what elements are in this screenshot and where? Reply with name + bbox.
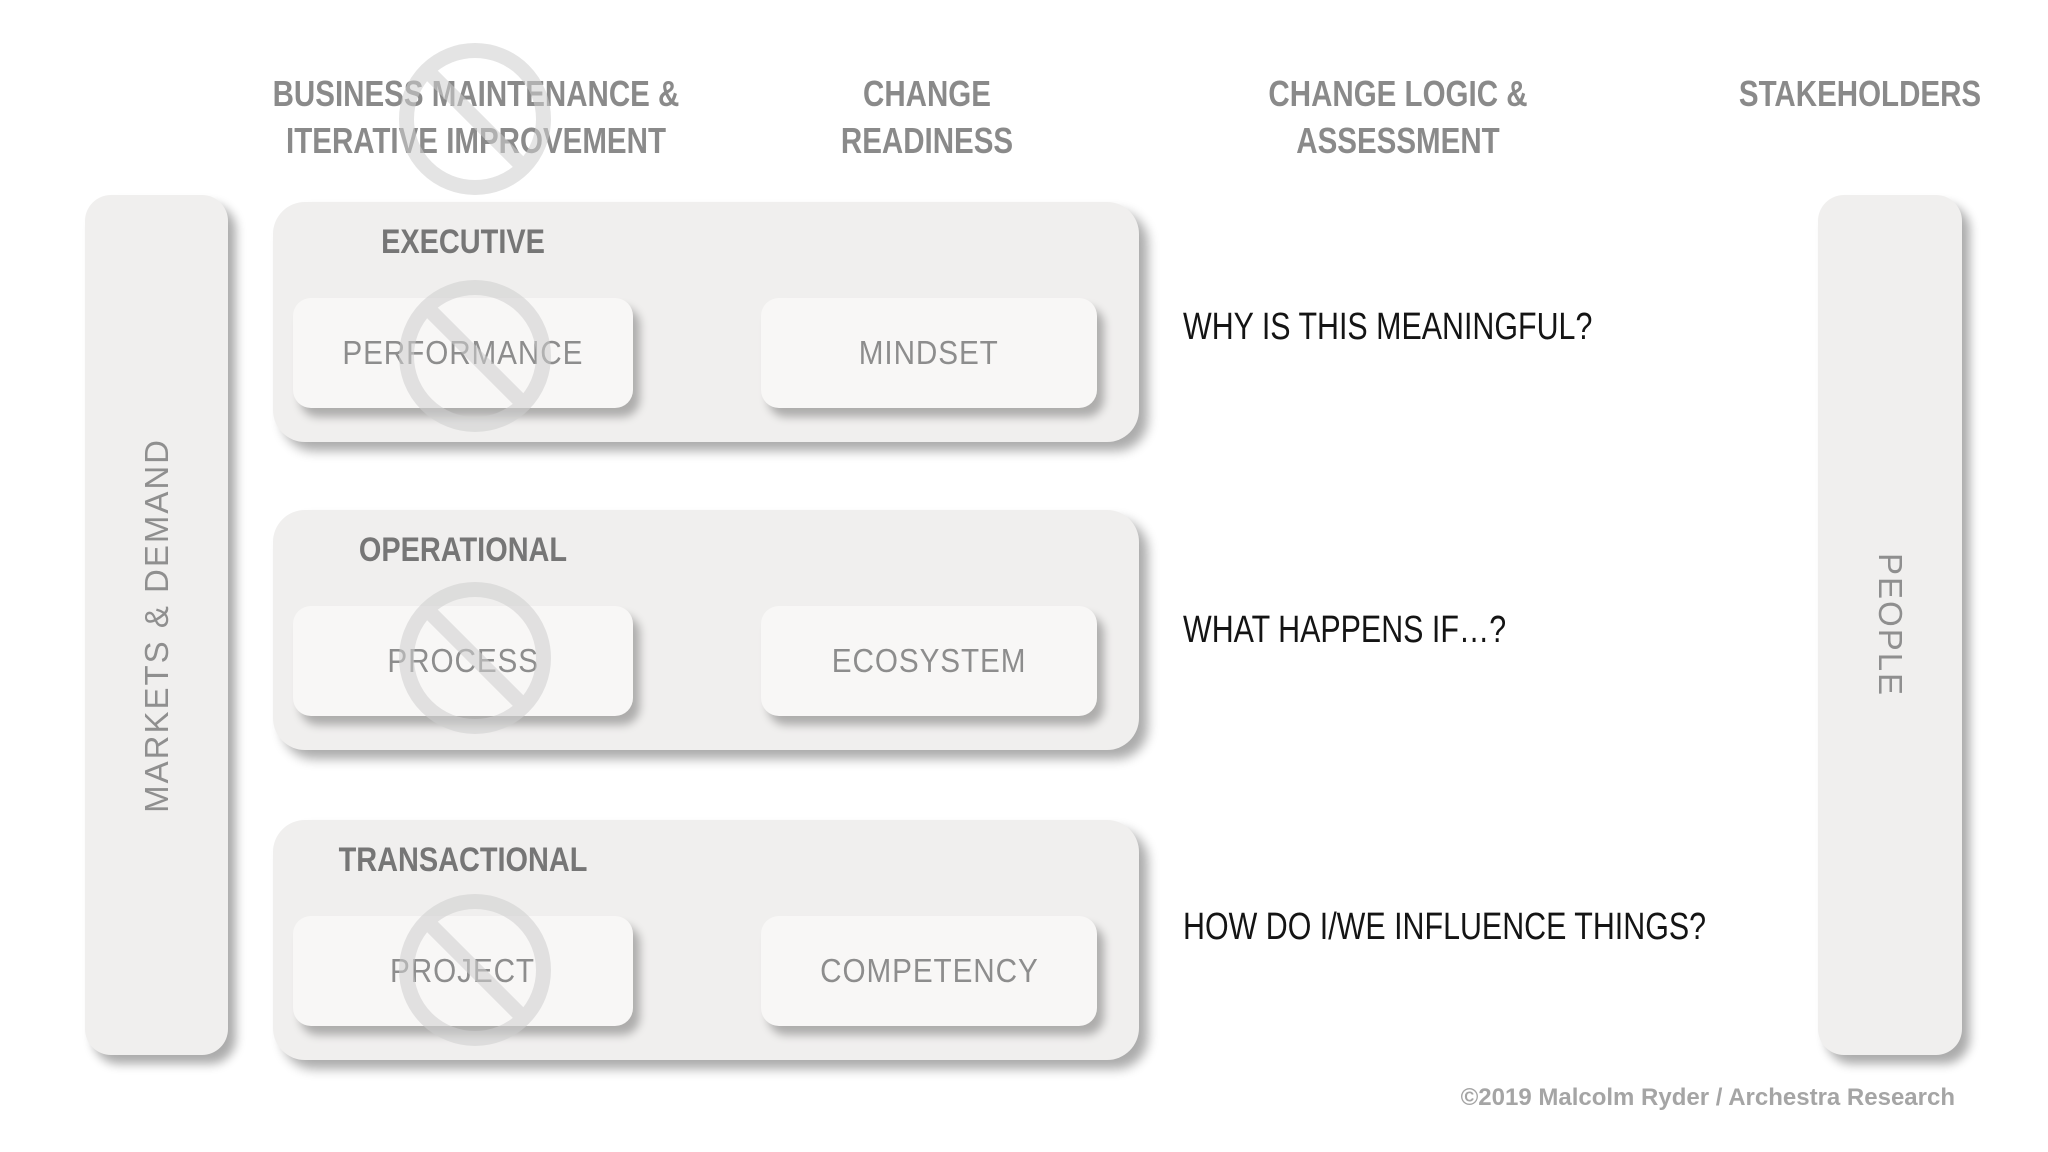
- ecosystem-box: ECOSYSTEM: [761, 606, 1097, 716]
- column-header-line: CHANGE LOGIC &: [1268, 73, 1528, 114]
- performance-box: PERFORMANCE: [293, 298, 633, 408]
- column-header-line: BUSINESS MAINTENANCE &: [272, 73, 680, 114]
- column-header-line: STAKEHOLDERS: [1738, 73, 1982, 114]
- project-box: PROJECT: [293, 916, 633, 1026]
- operational-title: OPERATIONAL: [358, 530, 568, 569]
- question-how-influence: HOW DO I/WE INFLUENCE THINGS?: [1183, 905, 1707, 948]
- column-header-stakeholders: STAKEHOLDERS: [1598, 70, 2048, 117]
- column-header-line: ITERATIVE IMPROVEMENT: [286, 120, 666, 161]
- markets-demand-label: MARKETS & DEMAND: [137, 437, 175, 813]
- column-header-change-readiness: CHANGE READINESS: [665, 70, 1190, 164]
- transactional-panel: TRANSACTIONAL PROJECT COMPETENCY: [273, 820, 1139, 1060]
- question-what-happens-if: WHAT HAPPENS IF…?: [1183, 608, 1507, 651]
- column-header-line: READINESS: [840, 120, 1014, 161]
- column-header-business-maintenance: BUSINESS MAINTENANCE & ITERATIVE IMPROVE…: [214, 70, 739, 164]
- ecosystem-label: ECOSYSTEM: [831, 642, 1027, 679]
- mindset-label: MINDSET: [859, 334, 999, 371]
- process-label: PROCESS: [387, 642, 539, 679]
- markets-demand-bar: MARKETS & DEMAND: [85, 195, 228, 1055]
- people-bar: PEOPLE: [1818, 195, 1962, 1055]
- operational-panel: OPERATIONAL PROCESS ECOSYSTEM: [273, 510, 1139, 750]
- mindset-box: MINDSET: [761, 298, 1097, 408]
- people-label: PEOPLE: [1872, 552, 1909, 698]
- executive-panel: EXECUTIVE PERFORMANCE MINDSET: [273, 202, 1139, 442]
- transactional-title: TRANSACTIONAL: [338, 840, 588, 879]
- column-header-line: CHANGE: [863, 73, 991, 114]
- process-box: PROCESS: [293, 606, 633, 716]
- question-why-meaningful: WHY IS THIS MEANINGFUL?: [1183, 305, 1593, 348]
- competency-label: COMPETENCY: [819, 952, 1039, 989]
- copyright-text: ©2019 Malcolm Ryder / Archestra Research: [1460, 1084, 1955, 1111]
- competency-box: COMPETENCY: [761, 916, 1097, 1026]
- performance-label: PERFORMANCE: [342, 334, 584, 371]
- executive-title: EXECUTIVE: [381, 222, 545, 261]
- project-label: PROJECT: [390, 952, 536, 989]
- column-header-change-logic: CHANGE LOGIC & ASSESSMENT: [1136, 70, 1661, 164]
- column-header-line: ASSESSMENT: [1296, 120, 1500, 161]
